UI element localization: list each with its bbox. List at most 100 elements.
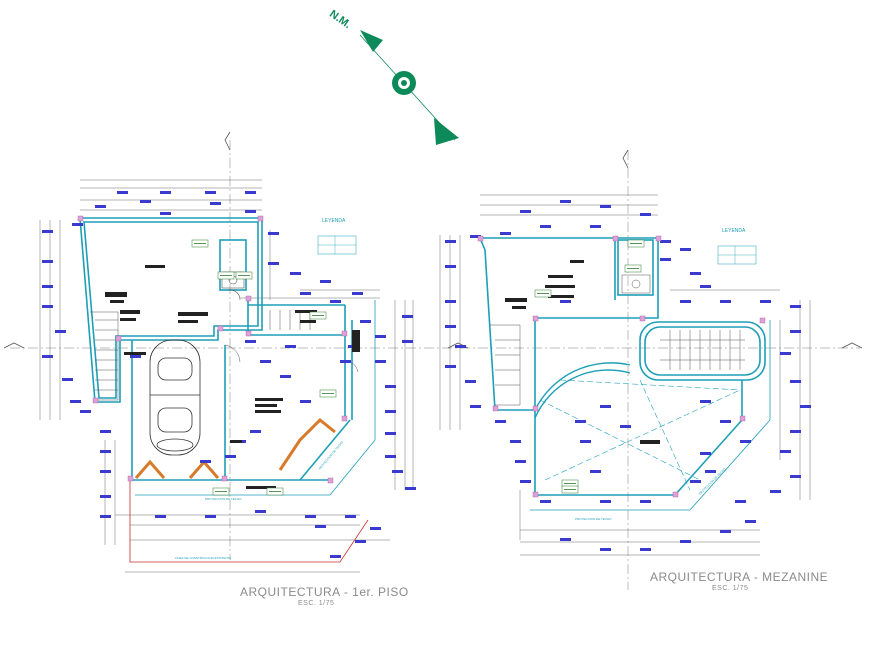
dimension-tag xyxy=(680,248,691,251)
dimension-tag xyxy=(700,400,711,403)
dimension-tag xyxy=(330,300,341,303)
text-block xyxy=(545,285,575,288)
room-labels xyxy=(105,260,660,489)
dimension-tag xyxy=(640,500,651,503)
dimension-tag xyxy=(600,548,611,551)
dimension-tag xyxy=(790,305,801,308)
walls xyxy=(79,217,353,481)
dimension-tag xyxy=(80,410,91,413)
roof-projection-label: PROYECCION DE TECHO xyxy=(205,497,242,501)
dimension-tag xyxy=(268,232,279,235)
dimension-tag xyxy=(405,487,416,490)
text-block xyxy=(120,318,136,321)
roof-projection xyxy=(539,379,741,491)
dimension-tag xyxy=(495,420,506,423)
room-tag xyxy=(561,485,579,494)
roof-projection xyxy=(135,300,376,496)
dimension-tag xyxy=(315,525,326,528)
dimension-tag xyxy=(445,265,456,268)
dimension-tag xyxy=(245,191,256,194)
dimension-tag xyxy=(680,300,691,303)
column xyxy=(327,477,334,484)
roof-projection-label: PROYECCION DE TECHO xyxy=(575,517,612,521)
column xyxy=(532,491,539,498)
axis-markers xyxy=(3,131,863,349)
column xyxy=(759,317,766,324)
dimension-tag xyxy=(790,380,801,383)
column xyxy=(341,415,348,422)
projection-line xyxy=(530,320,771,511)
dimension-tag xyxy=(660,258,671,261)
dimension-tag xyxy=(117,191,128,194)
stairs xyxy=(490,324,745,406)
dimension-tag xyxy=(590,470,601,473)
column xyxy=(612,235,619,242)
dimension-tag xyxy=(245,340,256,343)
construction-line xyxy=(129,480,369,563)
dimension-tag xyxy=(540,500,551,503)
text-block xyxy=(505,298,527,302)
dimension-tag xyxy=(225,455,236,458)
text-block xyxy=(178,312,208,316)
column xyxy=(115,335,122,342)
room-tag xyxy=(627,239,645,248)
column xyxy=(477,235,484,242)
text-block xyxy=(110,300,124,303)
text-block xyxy=(512,306,526,309)
dimension-tag xyxy=(42,230,53,233)
dimension-tag xyxy=(140,200,151,203)
dimension-tag xyxy=(352,292,363,295)
column xyxy=(245,330,252,337)
dimension-tag xyxy=(720,300,731,303)
dimension-tag xyxy=(580,440,591,443)
text-block xyxy=(145,265,165,268)
construction-line-label: LINEA DE CONSTRUCCION EXISTENTE xyxy=(175,556,231,560)
dimension-tag xyxy=(790,475,801,478)
text-block xyxy=(105,292,127,297)
dimension-tag xyxy=(600,500,611,503)
dimension-tag xyxy=(690,480,701,483)
room-tag xyxy=(217,271,235,280)
dimension-tag xyxy=(510,440,521,443)
dimension-tag xyxy=(255,510,266,513)
text-block xyxy=(255,410,281,413)
text-block xyxy=(352,330,360,352)
dimension-tag xyxy=(590,225,601,228)
text-block xyxy=(300,320,316,323)
dimension-tag xyxy=(375,335,386,338)
legend-title: LEYENDA xyxy=(722,228,746,234)
dimension-tag xyxy=(560,300,571,303)
column xyxy=(77,215,84,222)
dimension-tag xyxy=(700,285,711,288)
dimension-tag xyxy=(200,460,211,463)
dimension-tag xyxy=(72,223,83,226)
dimension-tag xyxy=(205,515,216,518)
column xyxy=(739,415,746,422)
plan-title-mezzanine: ARQUITECTURA - MEZANINE xyxy=(650,570,829,584)
dimension-tag xyxy=(100,470,111,473)
dimension-tag xyxy=(300,400,311,403)
legend-mezzanine: LEYENDA xyxy=(717,228,757,265)
dimension-tag xyxy=(245,210,256,213)
planters xyxy=(134,417,336,479)
dimension-tag xyxy=(445,300,456,303)
dimension-tag xyxy=(42,260,53,263)
dimension-tag xyxy=(385,385,396,388)
text-block xyxy=(570,260,584,263)
plan-title-first-floor: ARQUITECTURA - 1er. PISO xyxy=(240,585,409,599)
column xyxy=(245,295,252,302)
dimension-tag xyxy=(402,340,413,343)
dimension-tag xyxy=(640,548,651,551)
text-block xyxy=(178,320,198,323)
dimension-tag xyxy=(575,420,586,423)
dimension-tag xyxy=(470,405,481,408)
dimension-tag xyxy=(455,345,466,348)
room-tag xyxy=(309,311,327,320)
text-block xyxy=(640,440,660,444)
column xyxy=(639,315,646,322)
dimension-tag xyxy=(55,330,66,333)
dimension-tag xyxy=(690,272,701,275)
dimension-tag xyxy=(740,440,751,443)
dimension-tag xyxy=(250,430,261,433)
dimension-tag xyxy=(385,410,396,413)
